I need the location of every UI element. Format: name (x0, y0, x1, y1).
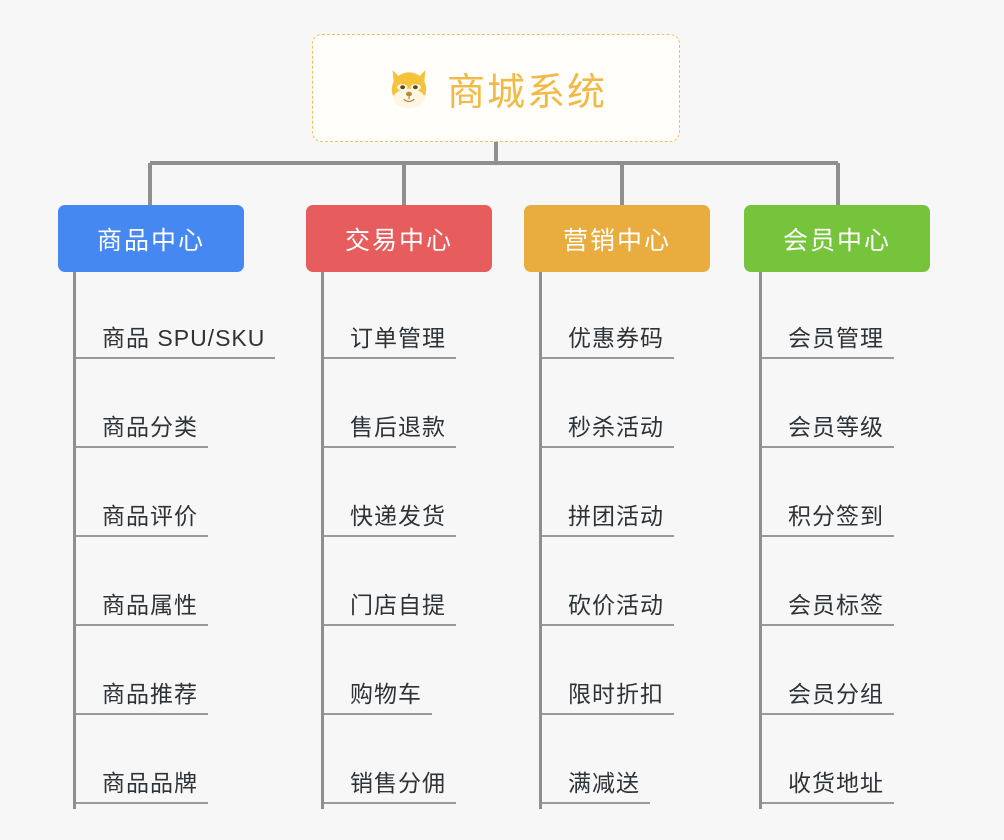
leaf-label: 售后退款 (324, 408, 456, 448)
leaf-label: 收货地址 (762, 764, 894, 804)
category-header-label: 营销中心 (562, 226, 671, 255)
leaf-label: 购物车 (324, 675, 432, 715)
category-header-trade-center[interactable]: 交易中心 (306, 205, 492, 272)
leaf-list-member-center: 会员管理 会员等级 积分签到 会员标签 会员分组 收货地址 (759, 272, 944, 809)
leaf-label: 快递发货 (324, 497, 456, 537)
leaf-label: 订单管理 (324, 319, 456, 359)
column-member-center: 会员中心 会员管理 会员等级 积分签到 会员标签 会员分组 收货地址 (744, 205, 944, 809)
leaf-label: 商品属性 (76, 586, 208, 626)
leaf-list-trade-center: 订单管理 售后退款 快递发货 门店自提 购物车 销售分佣 (321, 272, 506, 809)
list-item[interactable]: 限时折扣 (542, 631, 724, 720)
list-item[interactable]: 积分签到 (762, 453, 944, 542)
leaf-label: 拼团活动 (542, 497, 674, 537)
leaf-label: 商品分类 (76, 408, 208, 448)
leaf-label: 商品品牌 (76, 764, 208, 804)
list-item[interactable]: 会员管理 (762, 272, 944, 364)
leaf-label: 商品推荐 (76, 675, 208, 715)
category-header-marketing-center[interactable]: 营销中心 (524, 205, 710, 272)
list-item[interactable]: 售后退款 (324, 364, 506, 453)
column-marketing-center: 营销中心 优惠券码 秒杀活动 拼团活动 砍价活动 限时折扣 满减送 (524, 205, 724, 809)
column-trade-center: 交易中心 订单管理 售后退款 快递发货 门店自提 购物车 销售分佣 (306, 205, 506, 809)
list-item[interactable]: 商品属性 (76, 542, 258, 631)
list-item[interactable]: 门店自提 (324, 542, 506, 631)
list-item[interactable]: 会员标签 (762, 542, 944, 631)
list-item[interactable]: 快递发货 (324, 453, 506, 542)
list-item[interactable]: 会员等级 (762, 364, 944, 453)
list-item[interactable]: 订单管理 (324, 272, 506, 364)
list-item[interactable]: 满减送 (542, 720, 724, 809)
category-header-label: 会员中心 (782, 226, 891, 255)
root-title: 商城系统 (446, 71, 607, 114)
leaf-list-marketing-center: 优惠券码 秒杀活动 拼团活动 砍价活动 限时折扣 满减送 (539, 272, 724, 809)
leaf-label: 销售分佣 (324, 764, 456, 804)
list-item[interactable]: 拼团活动 (542, 453, 724, 542)
list-item[interactable]: 购物车 (324, 631, 506, 720)
leaf-label: 积分签到 (762, 497, 894, 537)
list-item[interactable]: 商品分类 (76, 364, 258, 453)
list-item[interactable]: 商品品牌 (76, 720, 258, 809)
category-header-member-center[interactable]: 会员中心 (744, 205, 930, 272)
leaf-label: 商品 SPU/SKU (76, 319, 276, 359)
category-header-label: 商品中心 (96, 226, 205, 255)
list-item[interactable]: 秒杀活动 (542, 364, 724, 453)
leaf-label: 会员分组 (762, 675, 894, 715)
list-item[interactable]: 砍价活动 (542, 542, 724, 631)
leaf-label: 门店自提 (324, 586, 456, 626)
root-node[interactable]: 商城系统 (312, 34, 680, 142)
leaf-label: 满减送 (542, 764, 650, 804)
category-header-product-center[interactable]: 商品中心 (58, 205, 244, 272)
list-item[interactable]: 收货地址 (762, 720, 944, 809)
leaf-label: 会员管理 (762, 319, 894, 359)
category-header-label: 交易中心 (344, 226, 453, 255)
shiba-dog-face-icon (385, 64, 433, 112)
column-product-center: 商品中心 商品 SPU/SKU 商品分类 商品评价 商品属性 商品推荐 商品品牌 (58, 205, 276, 809)
list-item[interactable]: 销售分佣 (324, 720, 506, 809)
leaf-label: 砍价活动 (542, 586, 674, 626)
leaf-label: 会员标签 (762, 586, 894, 626)
list-item[interactable]: 商品推荐 (76, 631, 258, 720)
leaf-label: 商品评价 (76, 497, 208, 537)
leaf-label: 会员等级 (762, 408, 894, 448)
list-item[interactable]: 优惠券码 (542, 272, 724, 364)
leaf-label: 优惠券码 (542, 319, 674, 359)
leaf-list-product-center: 商品 SPU/SKU 商品分类 商品评价 商品属性 商品推荐 商品品牌 (73, 272, 276, 809)
list-item[interactable]: 会员分组 (762, 631, 944, 720)
leaf-label: 限时折扣 (542, 675, 674, 715)
leaf-label: 秒杀活动 (542, 408, 674, 448)
list-item[interactable]: 商品评价 (76, 453, 258, 542)
list-item[interactable]: 商品 SPU/SKU (76, 272, 276, 364)
